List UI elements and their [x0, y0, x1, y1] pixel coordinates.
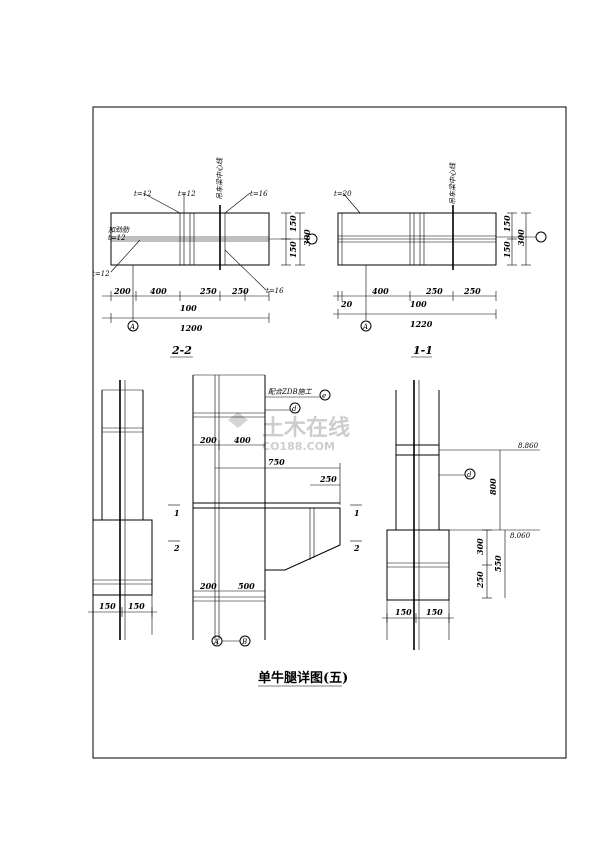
elevation-right: 8.860 8.060 d 800 300 250 550 150 150: [382, 380, 540, 650]
view-2-2: 150 150 300 加劲肋 t=12 t=12 t=12 t=12 t=16…: [92, 157, 318, 358]
dim-150-left-a: 150: [99, 601, 116, 611]
dim-250-c: 250: [425, 286, 443, 296]
dim-500-mid: 500: [238, 581, 255, 591]
dim-200-mid: 200: [199, 435, 217, 445]
watermark-text: 土木在线: [262, 415, 350, 441]
dim-150-left-b: 150: [128, 601, 145, 611]
drawing-title: 单牛腿详图(五): [258, 670, 348, 686]
bubble-d-right: d: [467, 471, 472, 479]
dim-150-right-b: 150: [426, 607, 443, 617]
dim-150-right-a: 150: [395, 607, 412, 617]
elevation-top: 8.860: [518, 442, 539, 450]
sheet-border: [92, 106, 567, 759]
bubble-d: d: [292, 405, 297, 413]
dim-total-1200: 1200: [180, 323, 203, 333]
label-t12-d: t=12: [92, 270, 110, 278]
elevation-middle: 配合ZDB施工 e d 200 400 750 250 1 2 1 2 200 …: [168, 374, 362, 647]
section-label-1-1: 1-1: [413, 344, 433, 357]
label-t12-c: t=12: [178, 190, 196, 198]
dim-250-b: 250: [231, 286, 249, 296]
dim-20: 20: [340, 299, 353, 309]
view-1-1: 吊车梁中心线 t=20 150 150 300 20 400 250 250 1…: [333, 162, 547, 358]
dim-400: 400: [150, 286, 167, 296]
axis-a: A: [129, 323, 135, 331]
dim-550: 550: [493, 555, 503, 572]
dim-150-top-2: 150: [502, 215, 512, 232]
label-cooperate-zdb: 配合ZDB施工: [268, 388, 313, 396]
elevation-left: 150 150: [88, 380, 157, 640]
dim-300-2: 300: [516, 229, 526, 246]
dim-200: 200: [113, 286, 131, 296]
dim-150-top: 150: [288, 215, 298, 232]
section-mark-1-left: 1: [174, 508, 180, 518]
watermark-url: CO188.COM: [262, 440, 335, 453]
section-mark-1-right: 1: [354, 508, 360, 518]
section-mark-2-right: 2: [353, 543, 360, 553]
label-crane-center: 吊车梁中心线: [216, 157, 224, 200]
dim-400-mid: 400: [234, 435, 251, 445]
dim-300-right: 300: [475, 538, 485, 555]
axis-a-2: A: [362, 323, 368, 331]
dim-800: 800: [488, 478, 498, 495]
elevation-bottom: 8.060: [510, 532, 531, 540]
axis-a-mid: A: [213, 638, 219, 646]
label-t20: t=20: [334, 190, 352, 198]
dim-total-1220: 1220: [410, 319, 433, 329]
section-label-2-2: 2-2: [171, 344, 192, 357]
section-mark-2-left: 2: [173, 543, 180, 553]
label-t16-b: t=16: [266, 287, 284, 295]
label-t16-a: t=16: [250, 190, 268, 198]
bubble-e: e: [322, 392, 326, 400]
dim-250-d: 250: [463, 286, 481, 296]
dim-250-right: 250: [475, 571, 485, 589]
dim-150-bottom: 150: [288, 241, 298, 258]
label-crane-center-2: 吊车梁中心线: [449, 162, 457, 205]
dim-750: 750: [268, 457, 285, 467]
dim-250-mid: 250: [319, 474, 337, 484]
dim-100: 100: [180, 303, 197, 313]
label-stiffener: 加劲肋: [108, 226, 130, 234]
watermark: 土木在线 CO188.COM: [228, 412, 350, 453]
dim-150-bottom-2: 150: [502, 241, 512, 258]
dim-100-2: 100: [410, 299, 427, 309]
dim-200-mid-b: 200: [199, 581, 217, 591]
dim-400-2: 400: [372, 286, 389, 296]
axis-b-mid: B: [241, 638, 247, 646]
label-t12-a: t=12: [108, 234, 126, 242]
label-t12-b: t=12: [134, 190, 152, 198]
dim-250-a: 250: [199, 286, 217, 296]
